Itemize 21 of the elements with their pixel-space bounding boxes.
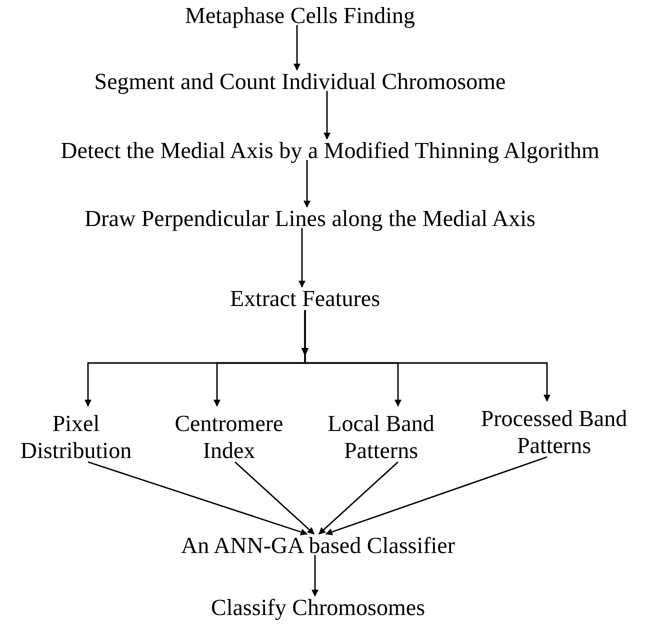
arrow	[234, 461, 315, 535]
step-label: Centromere Index	[169, 410, 289, 464]
step-label: Pixel Distribution	[1, 410, 151, 464]
step-label: Segment and Count Individual Chromosome	[94, 68, 506, 95]
arrow	[325, 456, 548, 536]
arrow	[318, 461, 398, 535]
step-label: Local Band Patterns	[316, 410, 446, 464]
arrow	[298, 228, 306, 288]
step-label: Draw Perpendicular Lines along the Medial Axis	[84, 205, 536, 232]
step-label: Processed Band Patterns	[459, 405, 649, 459]
step-label: An ANN-GA based Classifier	[180, 532, 456, 559]
arrow	[324, 91, 330, 140]
arrow	[312, 555, 318, 597]
arrow	[302, 310, 550, 402]
step-label: Detect the Medial Axis by a Modified Thinning Algorithm	[60, 137, 600, 164]
step-label: Extract Features	[230, 285, 380, 312]
step-label: Classify Chromosomes	[210, 594, 426, 621]
arrow	[88, 461, 308, 536]
step-label: Metaphase Cells Finding	[185, 2, 415, 29]
arrow	[304, 160, 310, 208]
arrow	[294, 25, 300, 71]
